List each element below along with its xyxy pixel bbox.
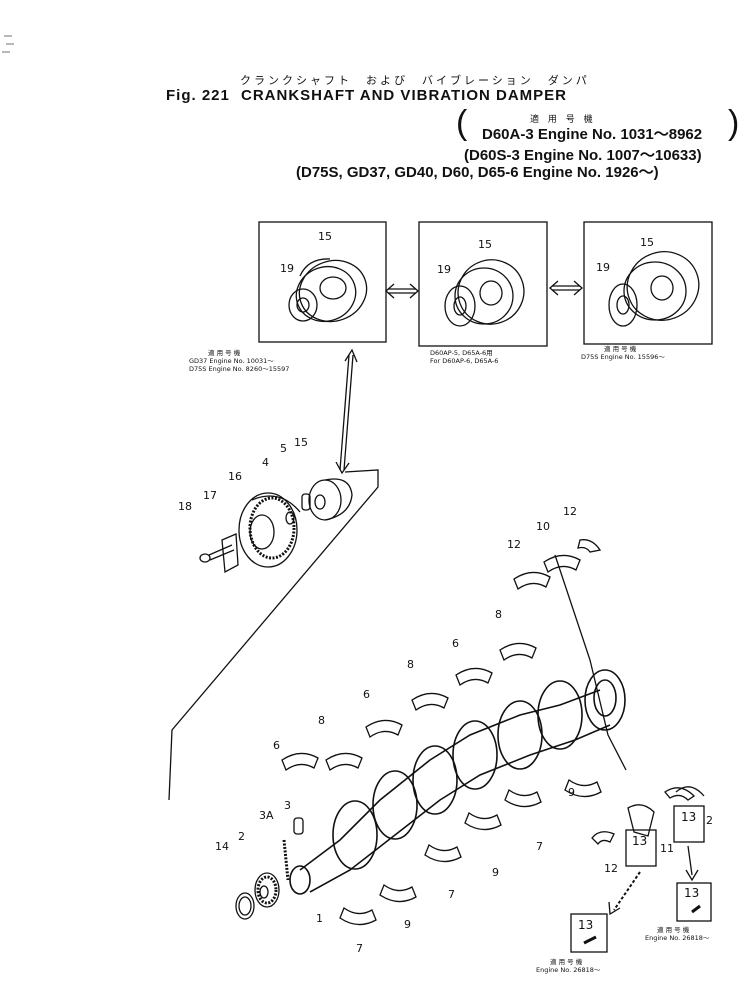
pulley-15-box1 xyxy=(295,258,368,323)
label-15-box2: 15 xyxy=(478,238,492,251)
detail-label-13-left: 13 xyxy=(578,918,594,932)
note-box1-line1: GD37 Engine No. 10031～ xyxy=(189,357,274,365)
label-15-box1: 15 xyxy=(318,230,332,243)
note-box3-line1: D75S Engine No. 15596～ xyxy=(581,353,665,361)
scan-artifact xyxy=(2,35,14,53)
japanese-title: クランクシャフト および バイブレーション ダンパ xyxy=(240,74,590,87)
note-box2-line1: D60AP-5, D65A-6用 xyxy=(430,349,493,357)
pulley-15-box3 xyxy=(623,251,700,321)
bolt-18 xyxy=(199,544,235,563)
figure-title: CRANKSHAFT AND VIBRATION DAMPER xyxy=(241,87,567,104)
detail-box-13-left xyxy=(570,913,608,953)
part-label-3a: 3A xyxy=(259,809,274,822)
part-label-13-a: 13 xyxy=(632,834,648,848)
plate-19-box3 xyxy=(608,283,638,327)
note-detail-right: Engine No. 26818～ xyxy=(645,934,710,942)
part-label-7-c: 7 xyxy=(356,942,363,955)
gear-2 xyxy=(254,872,280,908)
washer-4 xyxy=(285,511,295,525)
box-13-a xyxy=(625,829,657,867)
part-label-1: 1 xyxy=(316,912,323,925)
note-detail-left-jp: 適 用 号 機 xyxy=(550,958,583,966)
part-label-9-c: 9 xyxy=(404,918,411,931)
part-label-8-b: 8 xyxy=(407,658,414,671)
assembly-outline xyxy=(168,469,379,801)
label-19-box1: 19 xyxy=(280,262,294,275)
plate-19-box1 xyxy=(288,288,318,322)
part-label-13-b: 13 xyxy=(681,810,697,824)
part-label-10: 10 xyxy=(536,520,550,533)
part-label-8-c: 8 xyxy=(318,714,325,727)
plate-19-box2 xyxy=(444,285,476,327)
pin-13-left xyxy=(583,935,597,945)
box-13-b xyxy=(673,805,705,843)
note-box1-jp: 適 用 号 機 xyxy=(208,349,241,357)
part-label-8-a: 8 xyxy=(495,608,502,621)
applicability-jp: 適 用 号 機 xyxy=(530,115,596,125)
paren-right: ) xyxy=(728,104,740,142)
vibration-damper-16 xyxy=(238,492,301,568)
label-19-box3: 19 xyxy=(596,261,610,274)
part-label-2-rear: 2 xyxy=(706,814,713,827)
crankshaft-1 xyxy=(289,669,626,895)
main-bearings-upper xyxy=(281,539,602,772)
part-label-16: 16 xyxy=(228,470,242,483)
part-label-11: 11 xyxy=(660,842,674,855)
pulley-15-box2 xyxy=(454,259,525,325)
part-label-6-c: 6 xyxy=(273,739,280,752)
paren-left: ( xyxy=(456,104,468,142)
pin-3a xyxy=(282,839,290,881)
inset-box-3 xyxy=(583,221,713,345)
detail-label-13-right: 13 xyxy=(684,886,700,900)
part-label-12-upper-left: 12 xyxy=(507,538,521,551)
part-label-6-b: 6 xyxy=(363,688,370,701)
part-label-18: 18 xyxy=(178,500,192,513)
applicability-line-1: D60A-3 Engine No. 1031～8962 xyxy=(482,126,703,143)
part-label-12-upper-right: 12 xyxy=(563,505,577,518)
pin-13-right xyxy=(691,904,701,914)
part-label-9-a: 9 xyxy=(568,786,575,799)
part-label-12-rear: 12 xyxy=(604,862,618,875)
inset-box-2 xyxy=(418,221,548,347)
part-label-4: 4 xyxy=(262,456,269,469)
part-label-14: 14 xyxy=(215,840,229,853)
part-label-3: 3 xyxy=(284,799,291,812)
seal-14 xyxy=(235,892,255,920)
part-label-15: 15 xyxy=(294,436,308,449)
part-label-7-b: 7 xyxy=(448,888,455,901)
hub-15 xyxy=(308,478,353,521)
key-5 xyxy=(301,493,311,511)
applicability-line-2: (D60S-3 Engine No. 1007～10633) xyxy=(464,147,702,164)
part-label-17: 17 xyxy=(203,489,217,502)
label-15-box3: 15 xyxy=(640,236,654,249)
detail-box-13-right xyxy=(676,882,712,922)
arrow-to-detail-left-icon xyxy=(608,871,641,916)
part-label-6-a: 6 xyxy=(452,637,459,650)
lock-plate-17 xyxy=(221,533,239,574)
inset-box-1 xyxy=(258,221,387,343)
note-box2-line2: For D60AP-6, D65A-6 xyxy=(430,357,499,365)
figure-number: Fig. 221 xyxy=(166,87,230,104)
thrust-parts-rear xyxy=(591,786,705,846)
note-detail-left: Engine No. 26818～ xyxy=(536,966,601,974)
arrow-to-detail-right-icon xyxy=(685,845,699,882)
note-detail-right-jp: 適 用 号 機 xyxy=(657,926,690,934)
dowel-3 xyxy=(293,817,304,835)
main-bearings-lower xyxy=(339,778,602,926)
label-19-box2: 19 xyxy=(437,263,451,276)
part-label-7-a: 7 xyxy=(536,840,543,853)
part-label-5: 5 xyxy=(280,442,287,455)
applicability-line-3: (D75S, GD37, GD40, D60, D65-6 Engine No.… xyxy=(296,164,659,181)
note-box1-line2: D75S Engine No. 8260～15597 xyxy=(189,365,290,373)
double-arrow-1-icon xyxy=(385,283,419,299)
part-label-2: 2 xyxy=(238,830,245,843)
assembly-outline-right xyxy=(554,554,627,771)
part-label-9-b: 9 xyxy=(492,866,499,879)
vertical-double-arrow-icon xyxy=(335,348,358,475)
note-box3-jp: 適 用 号 機 xyxy=(604,345,637,353)
double-arrow-2-icon xyxy=(549,280,583,296)
